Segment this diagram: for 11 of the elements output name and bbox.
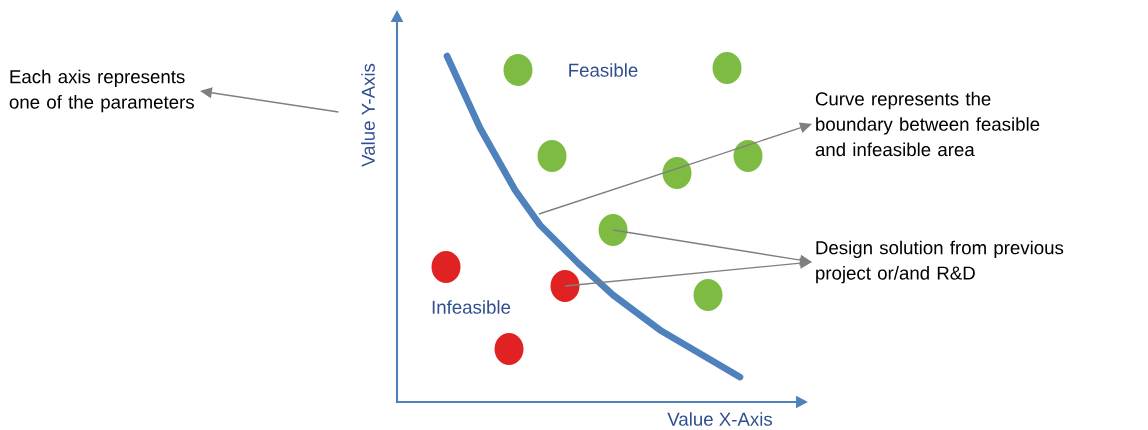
axis-label: Value Y-Axis xyxy=(361,63,375,167)
annotation-text: Each axis represents one of the parameters xyxy=(9,69,194,113)
solution-dot xyxy=(431,251,461,283)
region-label: Infeasible xyxy=(432,300,511,314)
region-label: Feasible xyxy=(569,63,638,77)
solution-dot xyxy=(733,140,763,172)
annotation-text: Design solution from previous project or/and R&D xyxy=(816,240,1064,284)
leader-arrow xyxy=(538,122,812,215)
leader-arrow xyxy=(564,257,812,287)
axis-label: Value X-Axis xyxy=(667,412,773,426)
annotation-text: Curve represents the boundary between feasible and infeasible area xyxy=(815,91,1040,157)
